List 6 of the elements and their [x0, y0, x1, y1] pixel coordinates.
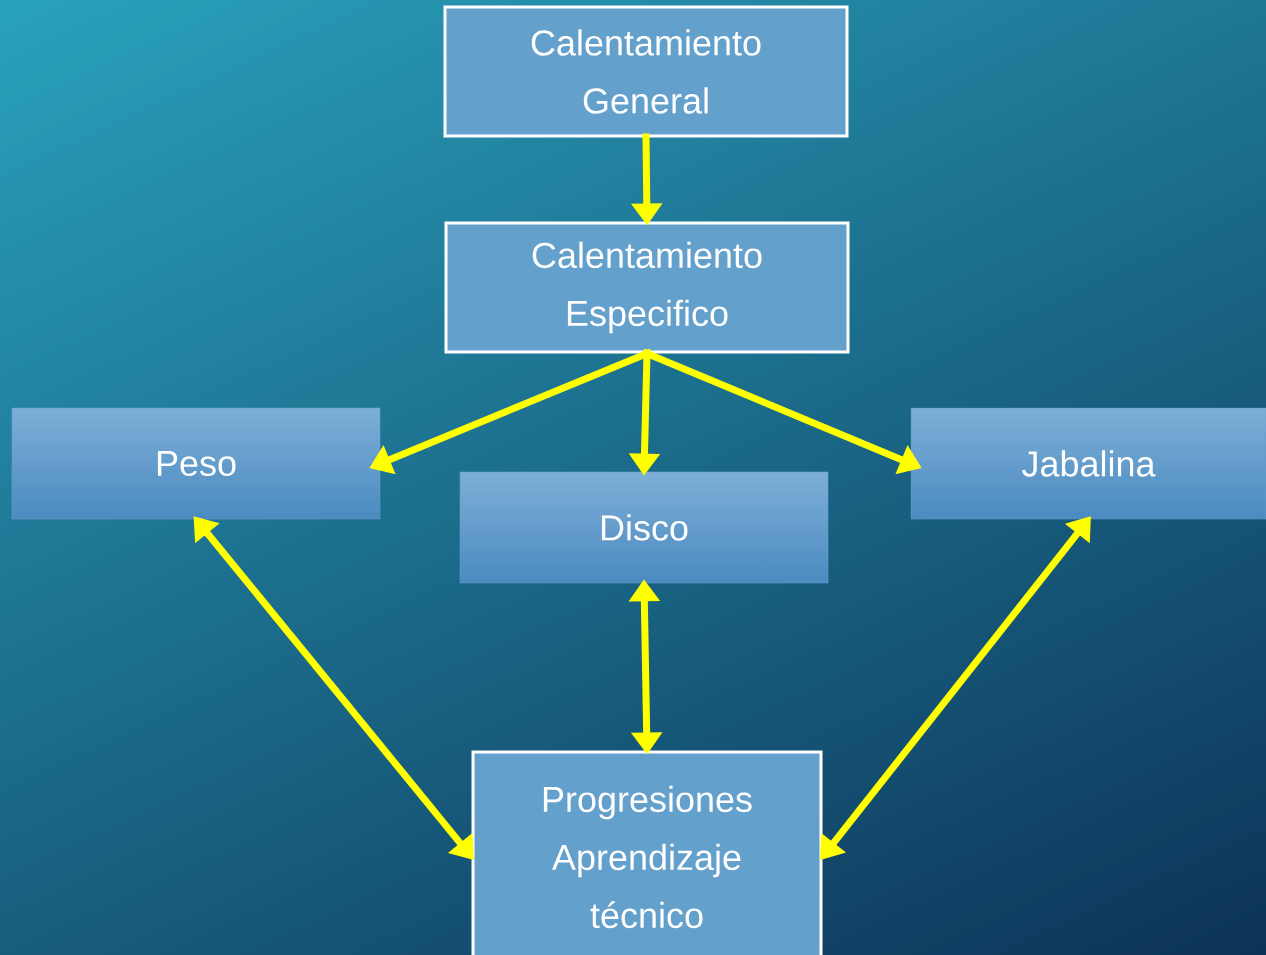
process-box: Progresiones Aprendizaje técnico	[471, 750, 823, 955]
process-box: Calentamiento Especifico	[444, 221, 850, 354]
process-box: Disco	[459, 471, 829, 584]
process-box: Jabalina	[910, 407, 1266, 520]
process-box: Peso	[11, 407, 381, 520]
process-box: Calentamiento General	[443, 5, 849, 138]
